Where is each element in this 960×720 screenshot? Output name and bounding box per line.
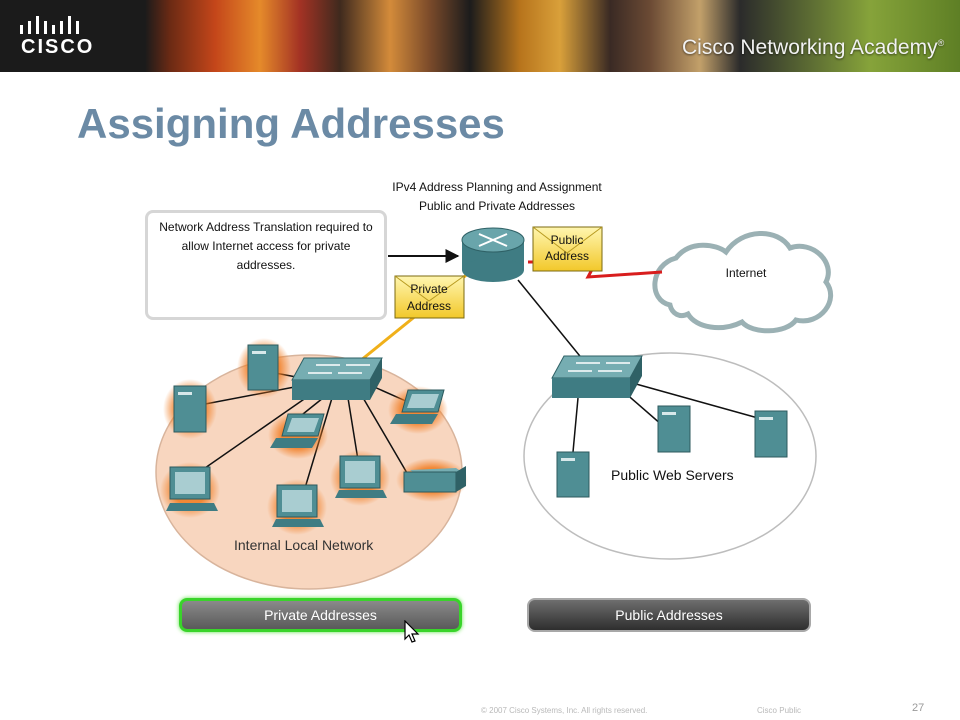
envelope-public-line1: Public [551,233,584,247]
envelope-public-line2: Address [545,249,589,263]
diagram-caption-line2: Public and Private Addresses [418,199,576,213]
private-addresses-label: Private Addresses [264,607,377,623]
diagram-caption-line1: IPv4 Address Planning and Assignment [392,180,602,194]
mouse-cursor-icon [404,620,420,643]
public-server-right-icon [754,410,788,458]
public-network-area [523,352,817,560]
internet-label: Internet [726,266,767,280]
internal-network-label: Internal Local Network [234,537,374,553]
private-laptop-center-icon [268,411,328,459]
internal-switch-icon [291,357,383,400]
nat-note-box: Network Address Translation required to … [145,210,387,320]
private-desktop-center-icon [267,479,327,535]
public-servers-label: Public Web Servers [611,467,734,483]
logo-text: CISCO [21,36,95,58]
internet-cloud [652,231,834,334]
private-addresses-button[interactable]: Private Addresses [179,598,462,632]
copyright-text: © 2007 Cisco Systems, Inc. All rights re… [481,706,648,715]
private-printer-icon [396,458,468,502]
envelope-private-line2: Address [407,299,451,313]
public-addresses-button[interactable]: Public Addresses [527,598,811,632]
registered-mark: ® [937,38,945,48]
router-to-public-switch-link [517,279,589,367]
classification-text: Cisco Public [757,706,802,715]
slide-title: Assigning Addresses [77,100,505,147]
public-switch-icon [551,355,643,398]
academy-title: Cisco Networking Academy® [682,36,944,60]
page-number: 27 [912,702,925,714]
private-server-left-icon [163,379,217,439]
envelope-private-line1: Private [410,282,448,296]
public-address-envelope-icon: Public Address [532,226,603,272]
nat-note-text: Network Address Translation required to … [159,220,373,272]
public-links [572,383,759,453]
private-desktop-left-icon [160,462,220,518]
private-address-envelope-icon: Private Address [394,275,465,319]
academy-text: Cisco Networking Academy [682,36,938,59]
private-desktop-right-icon [330,450,390,506]
public-server-left-icon [556,451,590,498]
header-banner: CISCO Cisco Networking Academy® [0,0,960,72]
public-addresses-label: Public Addresses [615,607,723,623]
private-laptop-right-icon [388,386,448,434]
cisco-bars-icon [20,16,79,34]
cisco-logo: CISCO [0,0,145,72]
router-icon [461,227,525,282]
public-server-center-icon [657,405,691,453]
private-server-top-icon [237,338,291,398]
